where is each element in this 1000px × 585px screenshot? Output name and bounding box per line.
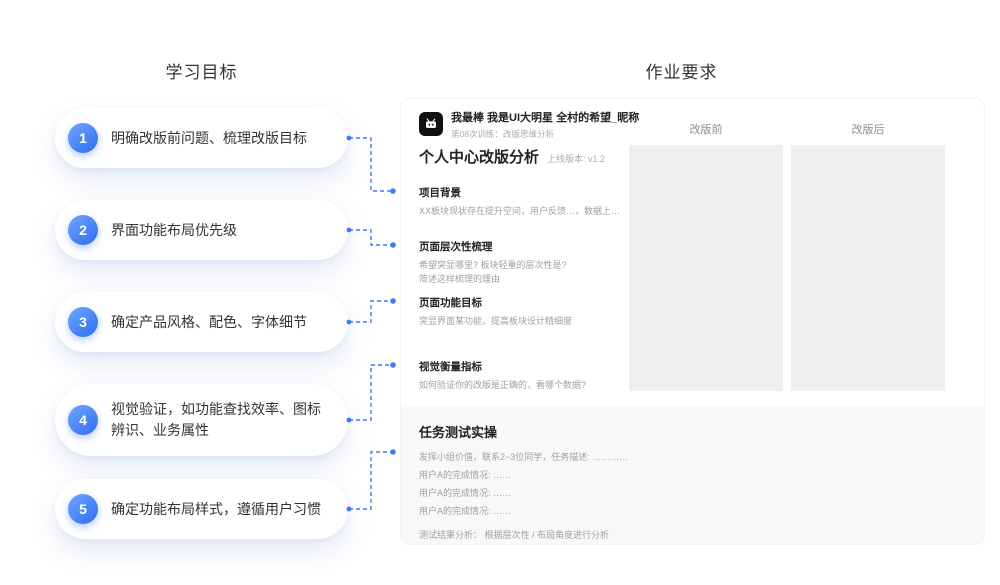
task-intro: 发挥小组价值，联系2~3位同学，任务描述: ………… <box>419 452 629 462</box>
section-body: 如何验证你的改版是正确的，看哪个数据? <box>419 380 587 390</box>
task-user-line: 用户A的完成情况: …… <box>419 470 512 480</box>
doc-version: 上线版本: v1.2 <box>547 154 606 164</box>
goal-card-2: 2 界面功能布局优先级 <box>55 200 348 260</box>
goal-text: 确定产品风格、配色、字体细节 <box>111 313 307 330</box>
doc-author: 我最棒 我是UI大明星 全村的希望_昵称 <box>451 112 640 124</box>
after-screenshot-placeholder <box>791 145 945 391</box>
goal-text: 确定功能布局样式，遵循用户习惯 <box>111 500 321 517</box>
goal-number-badge: 2 <box>68 215 98 245</box>
goal-card-5: 5 确定功能布局样式，遵循用户习惯 <box>55 479 348 539</box>
doc-title-row: 个人中心改版分析 上线版本: v1.2 <box>419 146 605 167</box>
task-user-line: 用户A的完成情况: …… <box>419 506 512 516</box>
section-heading: 视觉衡量指标 <box>419 361 482 373</box>
task-user-line: 用户A的完成情况: …… <box>419 488 512 498</box>
doc-title: 个人中心改版分析 <box>419 149 540 166</box>
after-label: 改版后 <box>851 124 885 136</box>
section-body: 希望突显哪里? 板块轻重的层次性是? <box>419 260 567 270</box>
goal-text: 明确改版前问题、梳理改版目标 <box>111 129 307 146</box>
goal-card-4: 4 视觉验证，如功能查找效率、图标辨识、业务属性 <box>55 384 348 456</box>
section-visual-metrics: 视觉衡量指标 如何验证你的改版是正确的，看哪个数据? <box>419 359 624 393</box>
section-heading: 项目背景 <box>419 187 461 199</box>
section-page-goal: 页面功能目标 突显界面某功能，提高板块设计精细度 <box>419 295 624 329</box>
mascot-icon <box>426 118 436 128</box>
section-body: 简述这样梳理的理由 <box>419 273 501 284</box>
goal-number-badge: 5 <box>68 494 98 524</box>
section-heading: 页面功能目标 <box>419 297 482 309</box>
learning-goals-title: 学习目标 <box>165 63 238 82</box>
task-title: 任务测试实操 <box>419 425 498 440</box>
goal-number-badge: 1 <box>68 123 98 153</box>
goal-card-1: 1 明确改版前问题、梳理改版目标 <box>55 108 348 168</box>
homework-requirements-title: 作业要求 <box>645 63 718 82</box>
before-label: 改版前 <box>689 124 723 136</box>
homework-template-panel: 我最棒 我是UI大明星 全村的希望_昵称 第08次训练：改版思维分析 个人中心改… <box>400 98 985 545</box>
goal-number-badge: 3 <box>68 307 98 337</box>
doc-header: 我最棒 我是UI大明星 全村的希望_昵称 第08次训练：改版思维分析 <box>419 112 639 140</box>
task-test-section: 任务测试实操 发挥小组价值，联系2~3位同学，任务描述: ………… 用户A的完成… <box>401 407 984 544</box>
goal-number-badge: 4 <box>68 405 98 435</box>
goal-card-3: 3 确定产品风格、配色、字体细节 <box>55 292 348 352</box>
before-screenshot-placeholder <box>629 145 783 391</box>
section-body: 突显界面某功能，提高板块设计精细度 <box>419 316 573 326</box>
avatar <box>419 112 443 136</box>
section-hierarchy: 页面层次性梳理 希望突显哪里? 板块轻重的层次性是? 简述这样梳理的理由 <box>419 239 624 287</box>
doc-course: 第08次训练：改版思维分析 <box>451 129 554 140</box>
task-result: 测试结果分析： 根据层次性 / 布局角度进行分析 <box>419 530 610 540</box>
section-body: XX板块现状存在提升空间，用户反馈…，数据上… <box>419 206 621 216</box>
goal-text: 界面功能布局优先级 <box>111 221 237 238</box>
section-project-background: 项目背景 XX板块现状存在提升空间，用户反馈…，数据上… <box>419 185 624 219</box>
section-heading: 页面层次性梳理 <box>419 241 493 253</box>
goal-text: 视觉验证，如功能查找效率、图标辨识、业务属性 <box>111 401 321 438</box>
